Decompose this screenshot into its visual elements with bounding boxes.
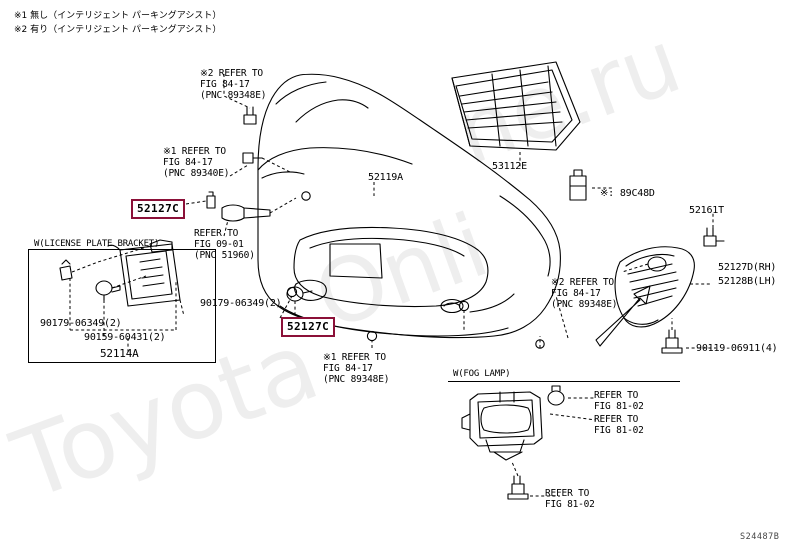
part-label-cover-rh: 52127D(RH) (718, 262, 777, 273)
callout-refer-fig-84-17-348e-right: ※2 REFER TO FIG 84-17 (PNC 89348E) (551, 277, 618, 310)
callout-refer-fig-81-02-c: REFER TO FIG 81-02 (545, 488, 595, 510)
part-label-bolt-90119: 90119-06911(4) (696, 343, 778, 354)
part-label-screw-90179-center: 90179-06349(2) (200, 298, 282, 309)
part-label-sensor-89c48d: ※: 89C48D (600, 188, 655, 199)
callout-refer-fig-84-17-348e-bottom: ※1 REFER TO FIG 84-17 (PNC 89348E) (323, 352, 390, 385)
part-label-clip-52161t: 52161T (689, 205, 724, 216)
part-label-cover-lh: 52128B(LH) (718, 276, 777, 287)
svg-text:ne.ru: ne.ru (442, 9, 693, 184)
license-plate-panel-frame (28, 249, 216, 363)
callout-refer-fig-09-01: REFER TO FIG 09-01 (PNC 51960) (194, 228, 255, 261)
part-label-bumper-cover: 52119A (368, 172, 403, 183)
highlighted-part-52127c-upper[interactable]: 52127C (131, 199, 186, 219)
figure-code: S24487B (740, 532, 780, 542)
license-plate-panel-title: W(LICENSE PLATE BRACKET) (34, 239, 160, 249)
callout-refer-fig-81-02-b: REFER TO FIG 81-02 (594, 414, 644, 436)
callout-refer-fig-81-02-a: REFER TO FIG 81-02 (594, 390, 644, 412)
license-plate-screw-b: 90159-60431(2) (84, 332, 166, 343)
part-label-radiator-grille: 53112E (492, 161, 527, 172)
fog-lamp-panel-title: W(FOG LAMP) (453, 369, 511, 379)
license-plate-bracket-part: 52114A (100, 347, 139, 360)
fog-lamp-panel-frame (448, 381, 680, 530)
callout-refer-fig-84-17-340e: ※1 REFER TO FIG 84-17 (PNC 89340E) (163, 146, 230, 179)
callout-refer-fig-84-17-348e-top: ※2 REFER TO FIG 84-17 (PNC 89348E) (200, 68, 267, 101)
highlighted-part-52127c-lower[interactable]: 52127C (281, 317, 336, 337)
note-line-1: ※1 無し（インテリジェント パーキングアシスト） (14, 11, 222, 21)
note-line-2: ※2 有り（インテリジェント パーキングアシスト） (14, 25, 222, 35)
license-plate-screw-a: 90179-06349(2) (40, 318, 122, 329)
